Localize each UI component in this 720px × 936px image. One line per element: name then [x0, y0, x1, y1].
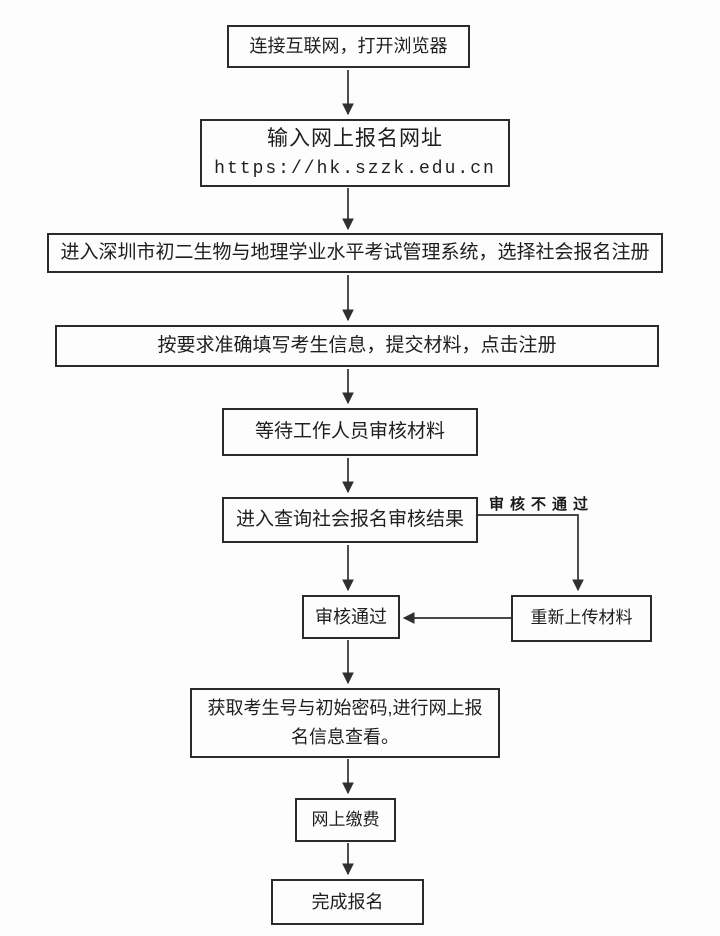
- node-label: 按要求准确填写考生信息，提交材料，点击注册: [157, 335, 557, 357]
- node-fill-info: 按要求准确填写考生信息，提交材料，点击注册: [55, 325, 659, 367]
- node-label: 进入深圳市初二生物与地理学业水平考试管理系统，选择社会报名注册: [60, 242, 650, 264]
- node-connect-internet: 连接互联网，打开浏览器: [227, 25, 470, 68]
- node-reupload-materials: 重新上传材料: [511, 595, 652, 642]
- node-label: 获取考生号与初始密码,进行网上报名信息查看。: [207, 698, 483, 747]
- node-label: 重新上传材料: [530, 608, 633, 628]
- node-pay-online: 网上缴费: [295, 798, 396, 842]
- node-wait-review: 等待工作人员审核材料: [222, 408, 478, 456]
- node-label: 完成报名: [311, 891, 384, 912]
- edge-label-review-fail: 审核不通过: [489, 496, 595, 513]
- url-address: https://hk.szzk.edu.cn: [214, 158, 496, 179]
- node-label: 进入查询社会报名审核结果: [235, 509, 464, 531]
- node-review-pass: 审核通过: [302, 595, 400, 639]
- node-label: 等待工作人员审核材料: [254, 421, 445, 443]
- node-get-exam-id: 获取考生号与初始密码,进行网上报名信息查看。: [190, 688, 500, 758]
- node-complete-registration: 完成报名: [271, 879, 424, 925]
- arrow-query-fail-branch: [478, 514, 584, 592]
- node-label: 连接互联网，打开浏览器: [249, 36, 448, 57]
- node-enter-url: 输入网上报名网址 https://hk.szzk.edu.cn: [200, 119, 510, 187]
- node-label: 网上缴费: [311, 809, 380, 829]
- url-title: 输入网上报名网址: [267, 127, 443, 151]
- node-label: 审核通过: [315, 606, 387, 627]
- node-query-result: 进入查询社会报名审核结果: [222, 497, 478, 543]
- node-enter-system: 进入深圳市初二生物与地理学业水平考试管理系统，选择社会报名注册: [47, 233, 663, 273]
